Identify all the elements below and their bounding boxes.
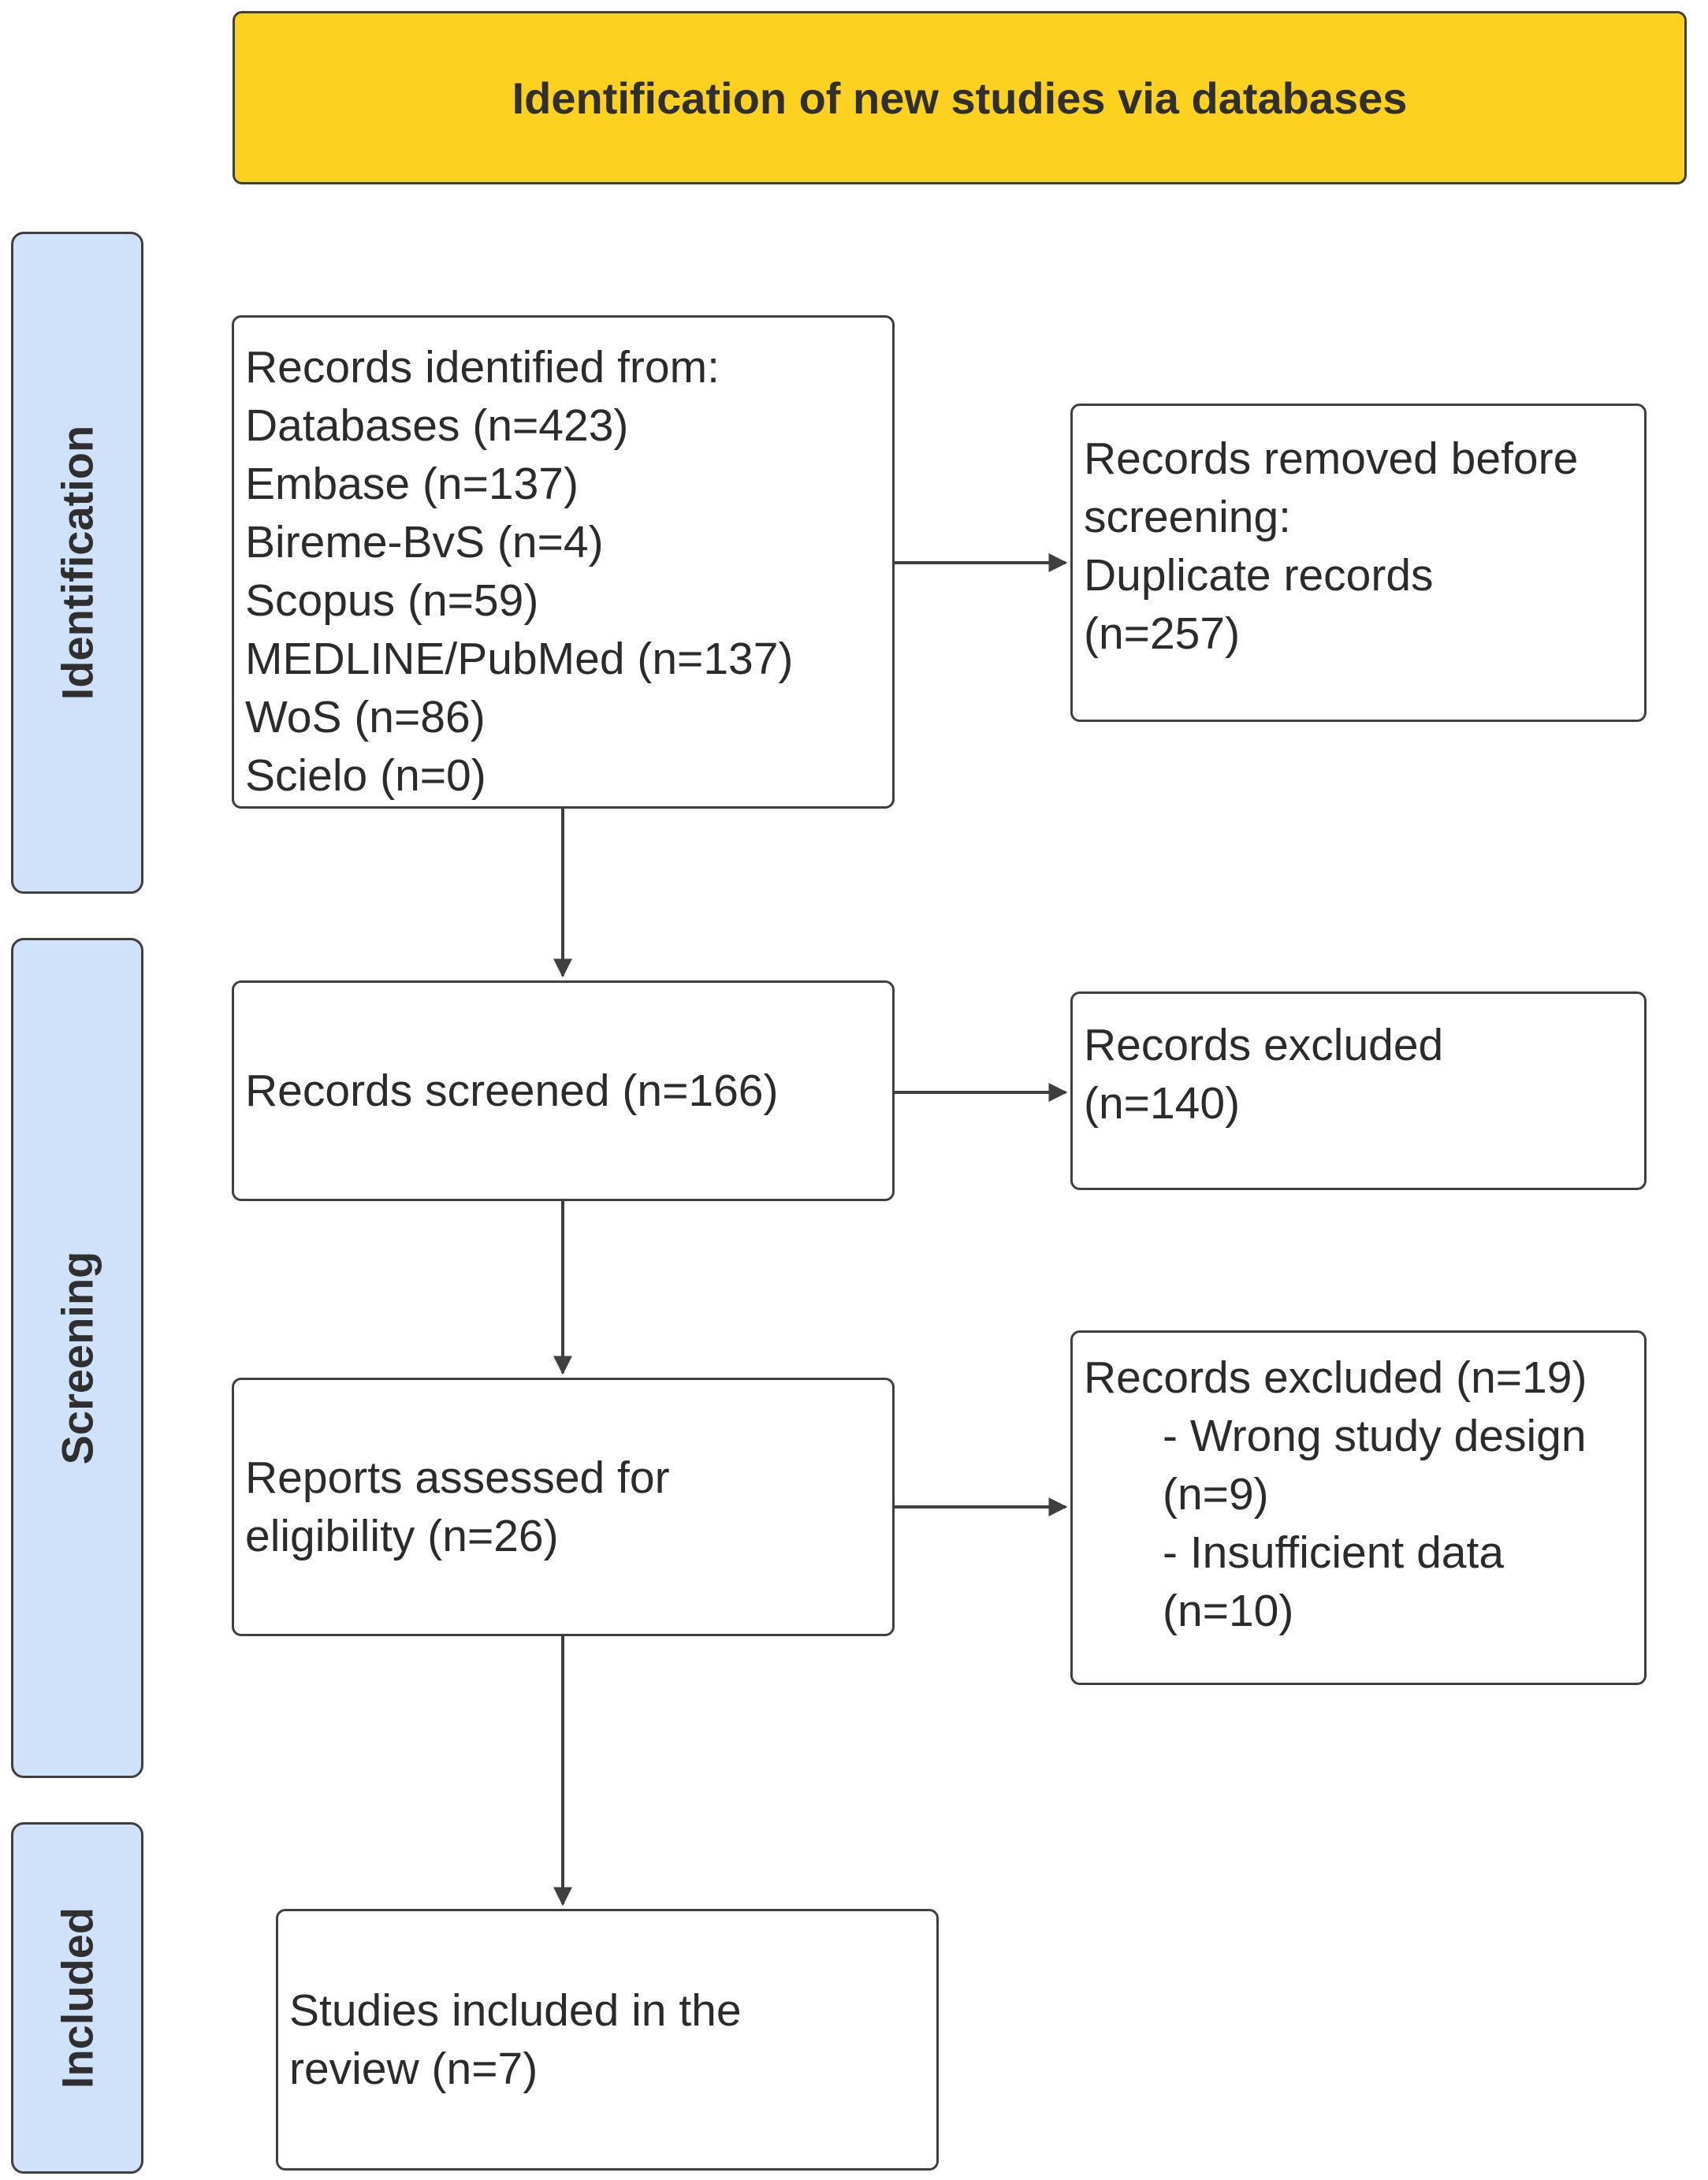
- records-removed-line-1: Records removed before: [1084, 433, 1579, 484]
- exclusion-reason-wrong-design-count: (n=9): [1163, 1469, 1269, 1520]
- phase-screening: Screening: [11, 938, 143, 1778]
- phase-identification: Identification: [11, 232, 143, 894]
- phase-included: Included: [11, 1822, 143, 2174]
- studies-included-line-2: review (n=7): [289, 2044, 538, 2094]
- records-identified-box: Records identified from: Databases (n=42…: [232, 315, 895, 809]
- reports-assessed-line-2: eligibility (n=26): [245, 1511, 559, 1561]
- exclusion-reason-insufficient-data-count: (n=10): [1163, 1586, 1294, 1636]
- reports-assessed-line-1: Reports assessed for: [245, 1453, 670, 1503]
- records-excluded-line-2: (n=140): [1084, 1078, 1241, 1129]
- studies-included-box: Studies included in the review (n=7): [276, 1909, 939, 2171]
- reports-assessed-box: Reports assessed for eligibility (n=26): [232, 1378, 895, 1636]
- records-excluded-reasons-box: Records excluded (n=19) - Wrong study de…: [1070, 1330, 1647, 1685]
- header-banner: Identification of new studies via databa…: [233, 11, 1687, 184]
- records-identified-heading: Records identified from:: [245, 342, 720, 392]
- records-identified-scopus: Scopus (n=59): [245, 575, 539, 626]
- records-excluded-reasons-title: Records excluded (n=19): [1084, 1352, 1587, 1403]
- records-excluded-box: Records excluded (n=140): [1070, 991, 1647, 1190]
- records-identified-scielo: Scielo (n=0): [245, 750, 486, 801]
- records-screened-text: Records screened (n=166): [245, 1066, 779, 1116]
- records-identified-medline: MEDLINE/PubMed (n=137): [245, 634, 794, 684]
- records-identified-embase: Embase (n=137): [245, 459, 579, 509]
- header-title: Identification of new studies via databa…: [512, 73, 1408, 123]
- records-identified-bireme: Bireme-BvS (n=4): [245, 517, 604, 567]
- exclusion-reason-insufficient-data: - Insufficient data: [1163, 1527, 1505, 1578]
- records-removed-box: Records removed before screening: Duplic…: [1070, 404, 1647, 722]
- records-identified-databases: Databases (n=423): [245, 400, 629, 451]
- records-identified-wos: WoS (n=86): [245, 692, 486, 742]
- studies-included-line-1: Studies included in the: [289, 1985, 742, 2036]
- records-removed-line-4: (n=257): [1084, 608, 1241, 659]
- records-removed-line-3: Duplicate records: [1084, 550, 1434, 601]
- records-screened-box: Records screened (n=166): [232, 980, 895, 1201]
- records-removed-line-2: screening:: [1084, 492, 1291, 542]
- records-excluded-line-1: Records excluded: [1084, 1020, 1444, 1070]
- exclusion-reason-wrong-design: - Wrong study design: [1163, 1411, 1587, 1461]
